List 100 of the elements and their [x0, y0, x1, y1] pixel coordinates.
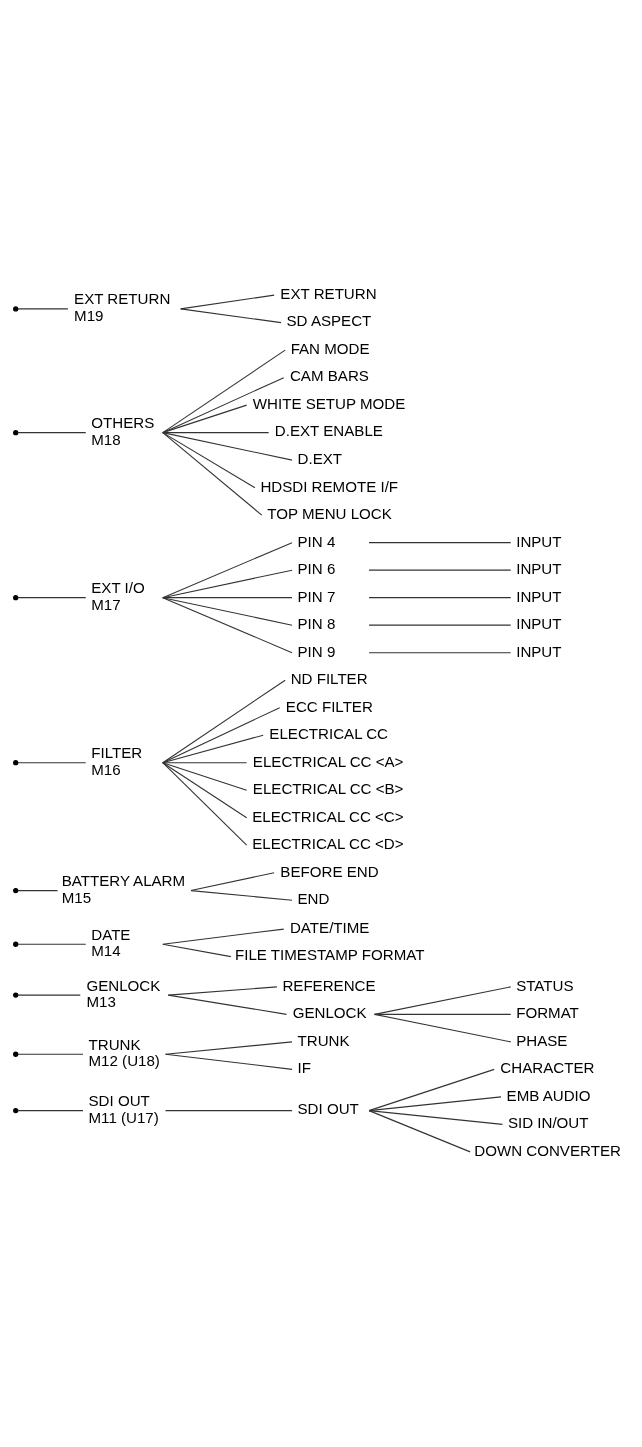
connector	[164, 1053, 293, 1070]
node-text: INPUT	[516, 532, 562, 550]
node-text: FAN MODE	[290, 339, 370, 357]
node-text: ELECTRICAL CC <A>	[252, 752, 404, 770]
connector	[180, 308, 282, 324]
node-text: ELECTRICAL CC	[269, 725, 389, 743]
node-text: STATUS	[516, 976, 574, 994]
connector	[162, 762, 248, 846]
node-text: SD ASPECT	[286, 312, 372, 330]
connector	[162, 569, 293, 599]
connector	[162, 707, 281, 764]
node-text: SDI OUT	[297, 1100, 359, 1118]
connector	[368, 597, 512, 599]
node-text: D.EXT ENABLE	[274, 422, 383, 440]
node-text: PIN 4	[297, 532, 336, 550]
node-text: PIN 6	[297, 560, 336, 578]
node-label: M18	[91, 430, 121, 448]
connector	[374, 1013, 512, 1043]
node-text: CHARACTER	[500, 1059, 595, 1077]
node-text: ND FILTER	[290, 670, 368, 688]
node-text: PIN 8	[297, 615, 336, 633]
connector	[162, 762, 248, 819]
node-text: IF	[297, 1059, 311, 1077]
connector	[180, 294, 275, 310]
node-text: SDI OUT	[88, 1092, 150, 1110]
connector	[162, 679, 286, 764]
node-text: PIN 9	[297, 642, 336, 660]
node-text: WHITE SETUP MODE	[252, 394, 406, 412]
connector	[17, 890, 59, 892]
connector	[368, 1068, 495, 1112]
node-text: REFERENCE	[282, 976, 376, 994]
connector	[167, 986, 278, 996]
connector	[17, 432, 87, 434]
node-text: PIN 7	[297, 587, 336, 605]
connector	[368, 542, 512, 544]
node-label: M13	[86, 993, 116, 1011]
connector	[162, 432, 293, 461]
node-label: M11 (U17)	[88, 1108, 159, 1126]
node-text: DATE	[91, 925, 131, 943]
connector	[162, 597, 293, 599]
node-text: ELECTRICAL CC <C>	[252, 807, 404, 825]
node-label: M16	[91, 760, 121, 778]
connector	[162, 349, 286, 434]
node-text: INPUT	[516, 560, 562, 578]
node-text: DOWN CONVERTER	[474, 1141, 621, 1159]
connector	[167, 994, 288, 1015]
connector	[162, 762, 248, 791]
node-text: EMB AUDIO	[506, 1086, 591, 1104]
node-text: PHASE	[516, 1031, 568, 1049]
node-text: D.EXT	[297, 450, 343, 467]
connector	[162, 734, 264, 764]
connector	[17, 1110, 84, 1112]
node-label: M17	[91, 595, 121, 613]
node-text: INPUT	[516, 587, 562, 605]
connector	[368, 652, 512, 654]
connector	[162, 432, 270, 434]
node-label: M12 (U18)	[88, 1052, 160, 1070]
connector	[17, 597, 87, 599]
connector	[162, 404, 248, 434]
connector	[162, 928, 285, 945]
node-text: EXT I/O	[91, 579, 145, 597]
connector	[162, 542, 293, 599]
node-text: END	[297, 890, 330, 908]
node-text: TRUNK	[297, 1031, 350, 1049]
node-text: EXT RETURN	[280, 284, 377, 302]
node-label: M19	[74, 306, 104, 324]
connector	[17, 308, 69, 310]
node-text: SID IN/OUT	[507, 1114, 589, 1132]
node-text: HDSDI REMOTE I/F	[260, 477, 399, 495]
connector	[17, 1053, 84, 1055]
node-text: FORMAT	[516, 1004, 579, 1022]
connector	[368, 1110, 471, 1153]
node-text: INPUT	[516, 642, 562, 660]
node-text: ECC FILTER	[285, 697, 373, 715]
connector	[190, 890, 293, 901]
connector	[162, 597, 293, 654]
connector	[164, 1041, 293, 1055]
node-text: CAM BARS	[289, 367, 369, 385]
connector	[368, 1110, 503, 1125]
node-label: M14	[91, 942, 121, 960]
node-text: BATTERY ALARM	[61, 872, 186, 890]
connector	[17, 994, 81, 996]
connector	[162, 432, 263, 516]
connector	[368, 569, 512, 571]
node-text: GENLOCK	[86, 976, 161, 994]
connector	[368, 624, 512, 626]
connector	[162, 597, 293, 626]
connector	[162, 377, 285, 434]
node-text: ELECTRICAL CC <D>	[252, 835, 404, 853]
connector	[162, 762, 248, 764]
connector	[162, 943, 232, 958]
node-text: TRUNK	[88, 1035, 141, 1053]
connector	[164, 1110, 293, 1112]
node-text: ELECTRICAL CC <B>	[252, 780, 404, 798]
node-text: EXT RETURN	[74, 290, 171, 308]
node-text: OTHERS	[91, 414, 155, 432]
connector	[17, 943, 87, 945]
node-text: DATE/TIME	[289, 918, 370, 936]
node-text: BEFORE END	[280, 862, 379, 880]
connector	[17, 762, 87, 764]
